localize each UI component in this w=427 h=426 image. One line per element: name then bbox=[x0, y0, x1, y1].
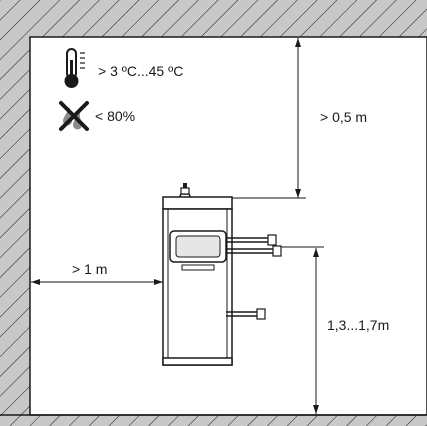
ceiling-clearance-label: > 0,5 m bbox=[320, 109, 367, 125]
appliance-unit bbox=[162, 183, 282, 366]
temperature-range-label: > 3 ºC...45 ºC bbox=[98, 63, 183, 79]
mounting-height-label: 1,3...1,7m bbox=[327, 317, 389, 333]
side-clearance-label: > 1 m bbox=[72, 261, 107, 277]
mounting-height-dimension bbox=[280, 246, 324, 414]
ceiling-clearance-dimension bbox=[232, 38, 306, 199]
side-clearance-dimension bbox=[31, 279, 163, 285]
no-humidity-icon bbox=[59, 101, 89, 131]
humidity-limit-label: < 80% bbox=[95, 108, 135, 124]
thermometer-icon bbox=[64, 48, 85, 88]
